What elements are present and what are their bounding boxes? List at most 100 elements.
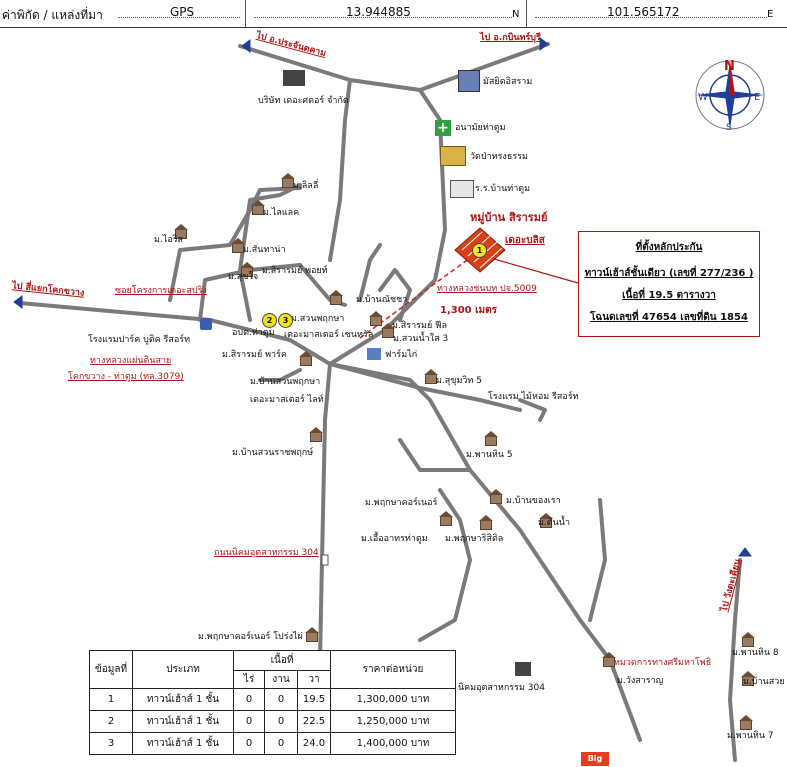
temple-icon [440, 146, 466, 166]
subject-name: หมู่บ้าน สิรารมย์ [470, 211, 548, 224]
cell-rai: 0 [233, 710, 265, 733]
label-pruek-corner: ม.พฤกษาคอร์เนอร์ [365, 498, 438, 508]
label-hotel-maihom: โรงแรม ไม้หอม รีสอร์ท [488, 392, 579, 402]
school-icon [450, 180, 474, 198]
header-price: ราคาต่อหน่วย [330, 650, 456, 689]
cell-ngan: 0 [264, 710, 298, 733]
cell-type: ทาวน์เฮ้าส์ 1 ชั้น [132, 732, 234, 755]
house-icon [309, 427, 323, 442]
label-phanhin8: ม.พานหิน 8 [732, 648, 779, 658]
latitude-value: 13.944885 [346, 5, 411, 19]
collateral-info-box: ที่ตั้งหลักประกัน ทาวน์เฮ้าส์ชั้นเดียว (… [578, 231, 760, 337]
label-ban-road: ทางหลวงชนบท ปจ.5009 [437, 284, 537, 294]
label-forest-dept: หมวดการทางศรีมหาโพธิ [614, 658, 712, 668]
cell-no: 3 [89, 732, 133, 755]
road-west-2 [168, 186, 302, 302]
road-far-east [728, 558, 742, 762]
label-phanhin5: ม.พานหิน 5 [466, 450, 513, 460]
subject-pointer [479, 254, 579, 284]
cell-no: 1 [89, 688, 133, 711]
label-industrial: นิคมอุตสาหกรรม 304 [458, 683, 545, 693]
cell-rai: 0 [233, 688, 265, 711]
compass-e: E [754, 92, 761, 103]
health-icon: + [435, 120, 451, 136]
table-row: 1 ทาวน์เฮ้าส์ 1 ชั้น 0 0 19.5 1,300,000 … [89, 688, 456, 711]
label-the-master: เดอะมาสเตอร์ เซนทรัล [284, 330, 374, 340]
header-ngan: งาน [264, 670, 298, 689]
cell-rai: 0 [233, 732, 265, 755]
label-sukhumvit5: ม.สุขุมวิท 5 [436, 376, 482, 386]
header-no: ข้อมูลที่ [89, 650, 133, 689]
compass-n: N [724, 59, 735, 74]
direction-arrows [13, 37, 752, 557]
cell-price: 1,300,000 บาท [330, 688, 456, 711]
label-siram-pond: ม.สิรารมย์ พอยท์ [262, 266, 328, 276]
label-hotel-park: โรงแรมปาร์ค บูติค รีสอร์ท [88, 335, 191, 345]
longitude-unit: E [767, 9, 774, 20]
marker-3: 3 [278, 313, 293, 328]
label-pruek-risa: ม.พฤกษาริสิติล [445, 534, 504, 544]
road-to-kabinburi [328, 42, 550, 366]
label-phanhin7: ม.พานหิน 7 [727, 731, 774, 741]
label-sukjai: ม.สุขใจ [228, 272, 259, 282]
header-wa: วา [297, 670, 331, 689]
infobox-line1: ทาวน์เฮ้าส์ชั้นเดียว (เลขที่ 277/236 ) [584, 268, 754, 279]
cell-no: 2 [89, 710, 133, 733]
label-highway-3079: โคกขวาง - ท่าตูม (ทล.3079) [68, 372, 184, 382]
label-dinnam: ม.ต้นน้ำ [538, 518, 570, 528]
label-siram-park: ม.สิรารมย์ พาร์ค [222, 350, 287, 360]
cell-ngan: 0 [264, 732, 298, 755]
label-master-lite: เดอะมาสเตอร์ ไลท์ [250, 395, 324, 405]
label-ban-khong: ม.บ้านของเรา [506, 496, 561, 506]
label-obt: อบต.ท่าตูม [232, 328, 275, 338]
road-link-north [348, 78, 422, 92]
cell-price: 1,400,000 บาท [330, 732, 456, 755]
label-temple: วัดป่าทรงธรรม [470, 152, 528, 162]
label-ban-suan-pruek: ม.บ้านสวนพฤกษา [250, 377, 321, 387]
farm-icon [367, 348, 381, 360]
label-santhana: ม.สันทาน่า [243, 245, 286, 255]
house-icon [739, 715, 753, 730]
marker-2: 2 [262, 313, 277, 328]
house-icon [251, 200, 265, 215]
longitude-value: 101.565172 [607, 5, 680, 19]
house-icon [240, 262, 254, 277]
label-lilac: ม.ไลแลค [263, 208, 300, 218]
source-value: GPS [170, 5, 195, 19]
label-ban-chuan: ม.บ้านณัชชา [356, 295, 408, 305]
house-icon [231, 238, 245, 253]
latitude-unit: N [512, 9, 520, 20]
cell-type: ทาวน์เฮ้าส์ 1 ชั้น [132, 688, 234, 711]
house-icon [741, 671, 755, 686]
road-local-3 [418, 488, 472, 642]
header-type: ประเภท [132, 650, 234, 689]
label-road-project: ซอยโครงการเดอะสปริง [115, 286, 207, 296]
label-company: บริษัท เดอะศตอร์ จำกัด [258, 96, 349, 106]
cell-wa: 19.5 [297, 688, 331, 711]
house-icon [439, 511, 453, 526]
label-suan-pruek: ม.สวนพฤกษา [291, 314, 345, 324]
label-mosque: มัสยิดอิสราม [483, 77, 533, 87]
label-ban-suan-rat: ม.บ้านสวนราชพฤกษ์ [232, 448, 314, 458]
cell-wa: 22.5 [297, 710, 331, 733]
latitude-cell: 13.944885 N [246, 0, 527, 27]
hotel-icon [200, 318, 212, 330]
industrial-icon [515, 662, 531, 676]
label-pharmacy: ฟาร์มไก่ [385, 350, 418, 360]
road-304 [318, 362, 332, 662]
cell-price: 1,250,000 บาท [330, 710, 456, 733]
label-ua-arthorn: ม.เอื้ออาทรท่าตูม [361, 534, 428, 544]
source-label: ค่าพิกัด / แหล่งที่มา [2, 8, 103, 22]
house-icon [424, 369, 438, 384]
house-icon [174, 224, 188, 239]
road-west-1 [238, 183, 302, 322]
label-suan-pruek3: ม.สวนน้ำใส 3 [393, 334, 449, 344]
road-to-prachantakham [238, 44, 352, 262]
header-area: เนื้อที่ [233, 650, 331, 671]
table-row: 3 ทาวน์เฮ้าส์ 1 ชั้น 0 0 24.0 1,400,000 … [89, 732, 456, 755]
compass-s: S [726, 123, 732, 133]
mosque-icon [458, 70, 480, 92]
table-row: 2 ทาวน์เฮ้าส์ 1 ชั้น 0 0 22.5 1,250,000 … [89, 710, 456, 733]
label-pruek-corner-plong: ม.พฤกษาคอร์เนอร์ โปร่งไผ่ [198, 632, 303, 642]
infobox-line3: โฉนดเลขที่ 47654 เลขที่ดิน 1854 [590, 312, 748, 323]
